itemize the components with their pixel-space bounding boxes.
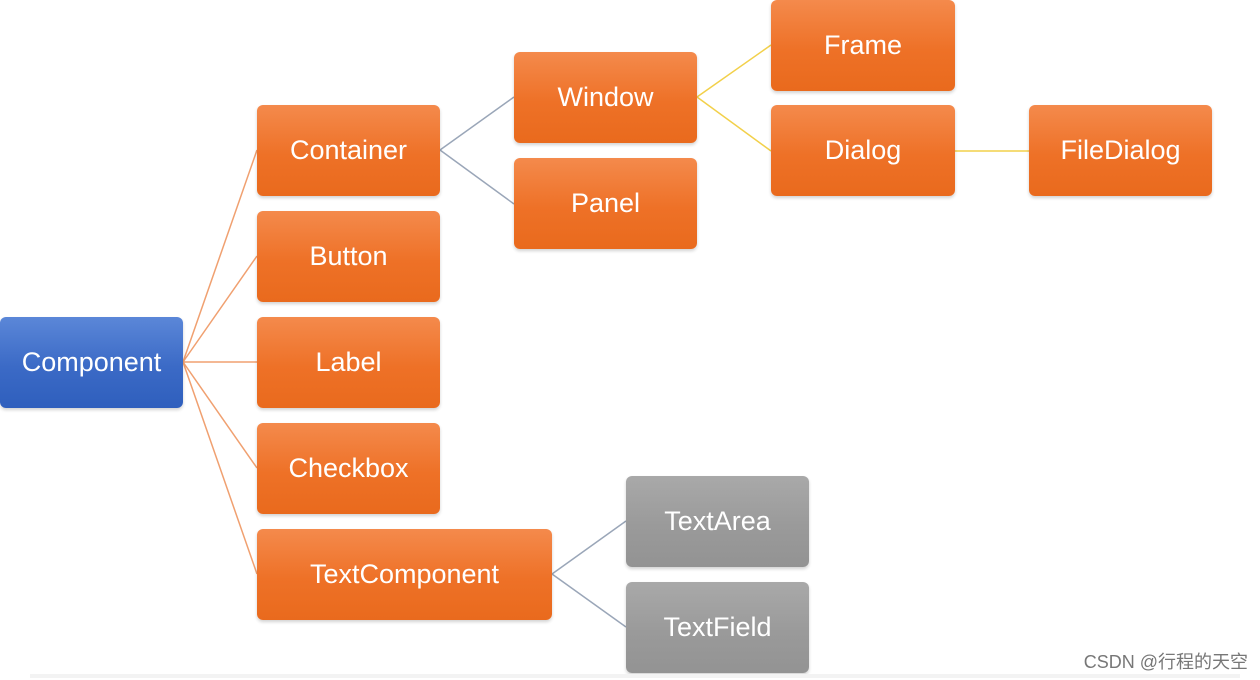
edge-container-window (439, 96, 515, 151)
node-container: Container (257, 105, 440, 196)
node-textcomponent: TextComponent (257, 529, 552, 620)
node-textfield: TextField (626, 582, 809, 673)
edge-container-panel (439, 149, 515, 205)
edge-component-container (182, 149, 258, 363)
edge-window-frame (696, 44, 772, 98)
edge-textcomponent-textfield (551, 573, 627, 628)
node-dialog: Dialog (771, 105, 955, 196)
node-button: Button (257, 211, 440, 302)
bottom-divider (30, 674, 1240, 678)
node-component: Component (0, 317, 183, 408)
node-filedialog: FileDialog (1029, 105, 1212, 196)
edge-component-checkbox (182, 361, 258, 469)
node-label: Label (257, 317, 440, 408)
edge-component-button (182, 255, 258, 363)
edge-window-dialog (696, 96, 772, 152)
node-window: Window (514, 52, 697, 143)
node-checkbox: Checkbox (257, 423, 440, 514)
node-textarea: TextArea (626, 476, 809, 567)
edge-component-textcomponent (182, 361, 258, 575)
watermark: CSDN @行程的天空 (1083, 652, 1248, 672)
node-panel: Panel (514, 158, 697, 249)
node-frame: Frame (771, 0, 955, 91)
edge-textcomponent-textarea (551, 520, 627, 575)
